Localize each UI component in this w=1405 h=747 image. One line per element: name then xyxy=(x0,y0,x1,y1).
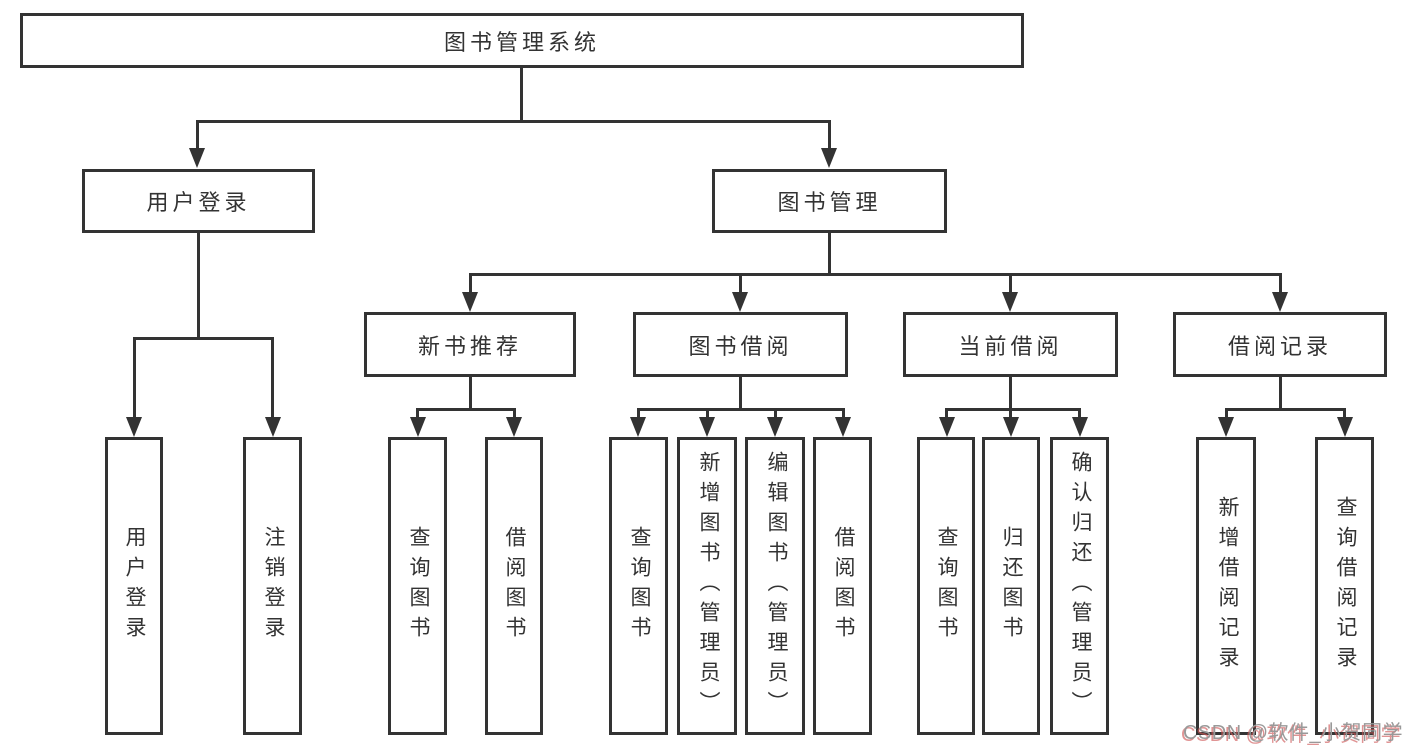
node-current-borrow: 当前借阅 xyxy=(903,312,1118,377)
arrow-records-add xyxy=(1218,417,1234,437)
connector-borrow-drop-1 xyxy=(637,408,640,419)
connector-borrow-stem xyxy=(739,377,742,410)
connector-borrow-drop-2 xyxy=(706,408,709,419)
connector-root-bar xyxy=(196,120,830,123)
connector-current-stem xyxy=(1009,377,1012,420)
leaf-borrow-query-books: 查询图书 xyxy=(609,437,668,735)
leaf-newbook-query-books: 查询图书 xyxy=(388,437,447,735)
leaf-record-query-borrow-record: 查询借阅记录 xyxy=(1315,437,1374,735)
connector-user-stem xyxy=(197,233,200,340)
connector-records-drop-1 xyxy=(1225,408,1228,419)
connector-user-bar xyxy=(133,337,274,340)
node-book-borrow: 图书借阅 xyxy=(633,312,848,377)
arrow-records-query xyxy=(1337,417,1353,437)
connector-book-bar xyxy=(469,273,1282,276)
node-book-management: 图书管理 xyxy=(712,169,947,233)
arrow-to-book-borrow xyxy=(732,292,748,312)
leaf-current-confirm-return-admin: 确认归还（管理员） xyxy=(1050,437,1109,735)
arrow-current-query xyxy=(939,417,955,437)
node-borrow-records: 借阅记录 xyxy=(1173,312,1387,377)
arrow-to-leaf-user-login xyxy=(126,417,142,437)
connector-borrow-bar xyxy=(637,408,845,411)
connector-current-drop-1 xyxy=(945,408,948,419)
arrow-newbook-query xyxy=(410,417,426,437)
leaf-user-login: 用户登录 xyxy=(105,437,163,735)
csdn-watermark: CSDN @软件_小贺同学 xyxy=(1183,722,1404,744)
leaf-newbook-borrow-book: 借阅图书 xyxy=(485,437,543,735)
arrow-current-return xyxy=(1003,417,1019,437)
arrow-to-new-book xyxy=(462,292,478,312)
connector-borrow-drop-3 xyxy=(774,408,777,419)
connector-root-drop-left xyxy=(196,120,199,150)
arrow-to-borrow-records xyxy=(1272,292,1288,312)
arrow-borrow-query xyxy=(630,417,646,437)
leaf-user-logout: 注销登录 xyxy=(243,437,302,735)
connector-current-bar xyxy=(945,408,1081,411)
connector-records-bar xyxy=(1225,408,1346,411)
leaf-borrow-edit-book-admin: 编辑图书（管理员） xyxy=(745,437,805,735)
connector-records-drop-2 xyxy=(1343,408,1346,419)
leaf-current-query-books: 查询图书 xyxy=(917,437,975,735)
connector-newbook-bar xyxy=(416,408,516,411)
node-new-book-recommend: 新书推荐 xyxy=(364,312,576,377)
connector-book-drop-4 xyxy=(1279,273,1282,294)
connector-records-stem xyxy=(1279,377,1282,410)
connector-book-drop-2 xyxy=(739,273,742,294)
node-library-system: 图书管理系统 xyxy=(20,13,1024,68)
arrow-to-book-management xyxy=(821,148,837,168)
connector-newbook-drop-2 xyxy=(513,408,516,419)
connector-user-drop-1 xyxy=(133,337,136,419)
arrow-to-leaf-logout xyxy=(265,417,281,437)
connector-borrow-drop-4 xyxy=(842,408,845,419)
arrow-newbook-borrow xyxy=(506,417,522,437)
connector-current-drop-3 xyxy=(1078,408,1081,419)
connector-newbook-drop-1 xyxy=(416,408,419,419)
connector-root-stem xyxy=(520,68,523,121)
connector-newbook-stem xyxy=(469,377,472,410)
arrow-borrow-edit xyxy=(767,417,783,437)
leaf-record-add-borrow-record: 新增借阅记录 xyxy=(1196,437,1256,735)
node-user-login: 用户登录 xyxy=(82,169,315,233)
arrow-borrow-add xyxy=(699,417,715,437)
connector-root-drop-right xyxy=(828,120,831,150)
connector-book-stem xyxy=(828,233,831,276)
connector-user-drop-2 xyxy=(271,337,274,419)
connector-book-drop-3 xyxy=(1009,273,1012,294)
leaf-borrow-borrow-book: 借阅图书 xyxy=(813,437,872,735)
arrow-borrow-borrow xyxy=(835,417,851,437)
leaf-borrow-add-book-admin: 新增图书（管理员） xyxy=(677,437,737,735)
arrow-to-current-borrow xyxy=(1002,292,1018,312)
leaf-current-return-book: 归还图书 xyxy=(982,437,1040,735)
arrow-to-user-login xyxy=(189,148,205,168)
connector-book-drop-1 xyxy=(469,273,472,294)
arrow-current-confirm xyxy=(1072,417,1088,437)
